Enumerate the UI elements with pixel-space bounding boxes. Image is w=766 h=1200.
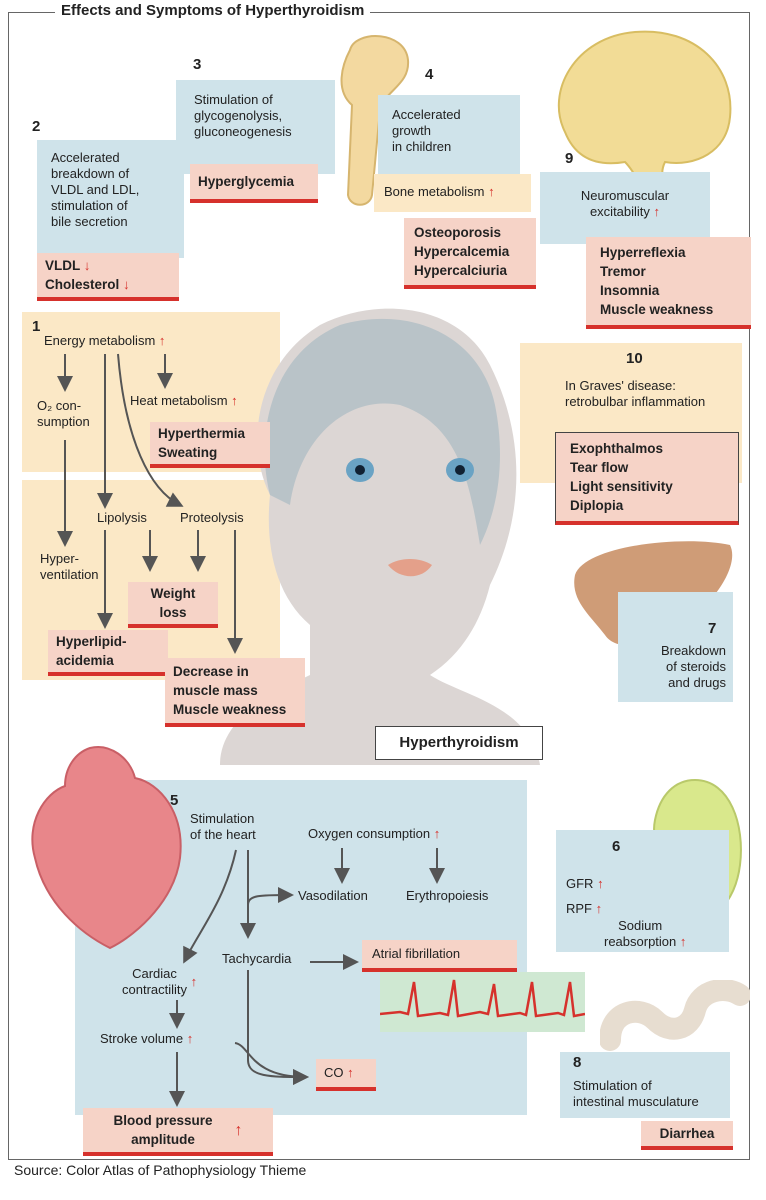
section-4-number: 4 xyxy=(425,66,434,83)
up-arrow-icon: ↑ xyxy=(231,393,238,408)
up-arrow-icon: ↑ xyxy=(653,204,661,219)
hypercalciuria-result: Hypercalciuria xyxy=(414,263,508,278)
section-4-text: Accelerated growth in children xyxy=(378,95,520,187)
tremor-result: Tremor xyxy=(600,264,646,279)
energy-metabolism-label: Energy metabolism ↑ xyxy=(44,333,166,348)
sodium-reabsorption-label: Sodium reabsorption ↑ xyxy=(604,918,687,949)
up-arrow-icon: ↑ xyxy=(347,1065,354,1080)
section-7-panel xyxy=(618,592,733,702)
hyperthyroidism-label: Hyperthyroidism xyxy=(375,726,543,760)
section-9-results: Hyperreflexia Tremor Insomnia Muscle wea… xyxy=(586,237,751,329)
gfr-label: GFR ↑ xyxy=(566,876,604,891)
up-arrow-icon: ↑ xyxy=(433,826,441,841)
section-2-text: Accelerated breakdown of VLDL and LDL, s… xyxy=(37,140,184,258)
section-5-number: 5 xyxy=(170,792,179,809)
section-6-panel xyxy=(556,830,729,952)
hyperlipidacidemia-result: Hyperlipid- acidemia xyxy=(48,630,168,676)
osteoporosis-result: Osteoporosis xyxy=(414,225,502,240)
weight-loss-result: Weight loss xyxy=(128,582,218,628)
bone-metabolism-label: Bone metabolism ↑ xyxy=(374,174,531,212)
heart-illustration xyxy=(31,746,182,950)
diarrhea-result: Diarrhea xyxy=(641,1121,733,1150)
o2-consumption-label: O₂ con- sumption xyxy=(37,398,90,429)
brain-illustration xyxy=(557,30,732,208)
section-9-text: Neuromuscular excitability ↑ xyxy=(540,172,710,244)
up-arrow-icon: ↑ xyxy=(488,184,495,199)
head-illustration xyxy=(220,308,540,765)
section-7-number: 7 xyxy=(708,620,717,637)
heat-metabolism-label: Heat metabolism ↑ xyxy=(130,393,238,408)
tachycardia-label: Tachycardia xyxy=(222,951,292,966)
section-6-number: 6 xyxy=(612,838,621,855)
up-arrow-icon: ↑ xyxy=(595,901,603,916)
section-8-panel xyxy=(560,1052,730,1118)
erythropoiesis-label: Erythropoiesis xyxy=(406,888,489,903)
exophthalmos-result: Exophthalmos xyxy=(570,441,664,456)
diplopia-result: Diplopia xyxy=(570,498,624,513)
up-arrow-icon: ↑ xyxy=(234,1121,243,1139)
vldl-result: VLDL ↓ xyxy=(45,258,91,273)
section-3-number: 3 xyxy=(193,56,202,73)
section-2-results: VLDL ↓ Cholesterol ↓ xyxy=(37,253,179,301)
muscle-weakness-result-s1: Muscle weakness xyxy=(173,702,287,717)
oxygen-consumption-label: Oxygen consumption ↑ xyxy=(308,826,441,841)
section-8-text: Stimulation of intestinal musculature xyxy=(573,1078,699,1109)
figure-title: Effects and Symptoms of Hyperthyroidism xyxy=(55,2,371,19)
hyperventilation-label: Hyper- ventilation xyxy=(40,551,99,582)
proteolysis-label: Proteolysis xyxy=(180,510,244,525)
up-arrow-icon: ↑ xyxy=(597,876,604,891)
muscle-mass-result: Decrease in muscle mass Muscle weakness xyxy=(165,658,305,727)
down-arrow-icon: ↓ xyxy=(83,258,91,273)
figure-frame xyxy=(8,12,750,1160)
section-1-number: 1 xyxy=(32,318,41,335)
sweating-result: Sweating xyxy=(158,445,218,460)
section-7-text: Breakdown of steroids and drugs xyxy=(660,643,726,690)
section-2-number: 2 xyxy=(32,118,41,135)
hyperthermia-result: Hyperthermia xyxy=(158,426,246,441)
hyperreflexia-result: Hyperreflexia xyxy=(600,245,686,260)
section-10-number: 10 xyxy=(626,350,643,367)
muscle-weakness-result: Muscle weakness xyxy=(600,302,714,317)
intestine-illustration xyxy=(600,980,750,1051)
stimulation-heart-label: Stimulation of the heart xyxy=(190,811,256,842)
down-arrow-icon: ↓ xyxy=(123,277,130,292)
up-arrow-icon: ↑ xyxy=(190,974,198,989)
hyperglycemia-result: Hyperglycemia xyxy=(190,164,318,203)
section-10-text: In Graves' disease: retrobulbar inflamma… xyxy=(565,378,706,409)
hypercalcemia-result: Hypercalcemia xyxy=(414,244,510,259)
up-arrow-icon: ↑ xyxy=(186,1031,194,1046)
vasodilation-label: Vasodilation xyxy=(298,888,368,903)
cholesterol-result: Cholesterol ↓ xyxy=(45,277,130,292)
stroke-volume-label: Stroke volume ↑ xyxy=(100,1031,194,1046)
section-10-results: Exophthalmos Tear flow Light sensitivity… xyxy=(555,432,739,525)
light-sensitivity-result: Light sensitivity xyxy=(570,479,673,494)
insomnia-result: Insomnia xyxy=(600,283,660,298)
muscle-mass-decrease: Decrease in muscle mass xyxy=(173,664,258,698)
co-result: CO ↑ xyxy=(316,1059,376,1091)
atrial-fibrillation-result: Atrial fibrillation xyxy=(362,940,517,972)
section-3-text: Stimulation of glycogenolysis, gluconeog… xyxy=(176,80,335,174)
section-9-number: 9 xyxy=(565,150,574,167)
section-4-results: Osteoporosis Hypercalcemia Hypercalciuri… xyxy=(404,218,536,289)
hyperthermia-sweating-result: Hyperthermia Sweating xyxy=(150,422,270,468)
section-8-number: 8 xyxy=(573,1054,582,1071)
up-arrow-icon: ↑ xyxy=(679,934,687,949)
up-arrow-icon: ↑ xyxy=(158,333,166,348)
source-citation: Source: Color Atlas of Pathophysiology T… xyxy=(14,1162,307,1178)
blood-pressure-result: Blood pressure amplitude ↑ xyxy=(83,1108,273,1156)
ecg-trace xyxy=(380,972,585,1032)
tear-flow-result: Tear flow xyxy=(570,460,629,475)
lipolysis-label: Lipolysis xyxy=(97,510,147,525)
rpf-label: RPF ↑ xyxy=(566,901,603,916)
cardiac-contractility-label: Cardiac contractility ↑ xyxy=(122,966,198,997)
